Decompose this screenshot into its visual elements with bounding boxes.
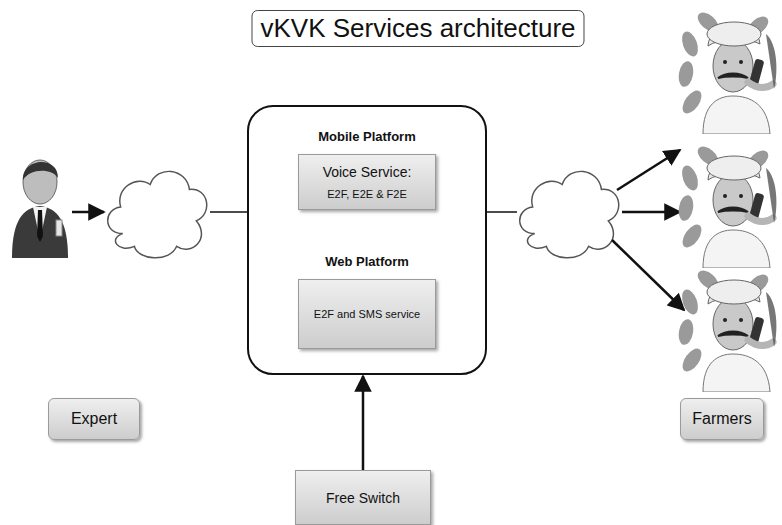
service-box: Voice Service: E2F, E2E & F2E	[298, 154, 436, 210]
expert-figure	[12, 160, 68, 258]
network-cloud	[520, 171, 619, 257]
service-box: E2F and SMS service	[298, 279, 436, 349]
farmer-figure	[677, 143, 777, 268]
box-label: E2F and SMS service	[314, 308, 420, 320]
output-arrow	[617, 150, 680, 190]
output-arrow	[622, 211, 680, 214]
input-arrow	[72, 211, 104, 214]
switch-box: Free Switch	[295, 470, 431, 525]
box-label: Farmers	[692, 410, 752, 428]
output-arrow	[612, 240, 684, 310]
platform-box: Mobile PlatformWeb Platform Voice Service…	[247, 105, 487, 375]
box-label: Voice Service:	[323, 164, 412, 180]
platform-heading: Mobile Platform	[249, 129, 485, 144]
actor-label: Farmers	[680, 398, 764, 440]
network-cloud	[108, 171, 207, 257]
link-line	[487, 211, 517, 213]
actor-label: Expert	[48, 398, 140, 440]
connector-arrow	[362, 376, 365, 470]
title: vKVK Services architecture	[251, 10, 584, 47]
link-line	[210, 211, 248, 213]
box-detail: E2F, E2E & F2E	[327, 188, 406, 200]
box-label: Free Switch	[326, 490, 400, 506]
box-label: Expert	[71, 410, 117, 428]
farmer-figure	[677, 9, 777, 134]
farmer-figure	[677, 267, 777, 392]
platform-heading: Web Platform	[249, 254, 485, 269]
